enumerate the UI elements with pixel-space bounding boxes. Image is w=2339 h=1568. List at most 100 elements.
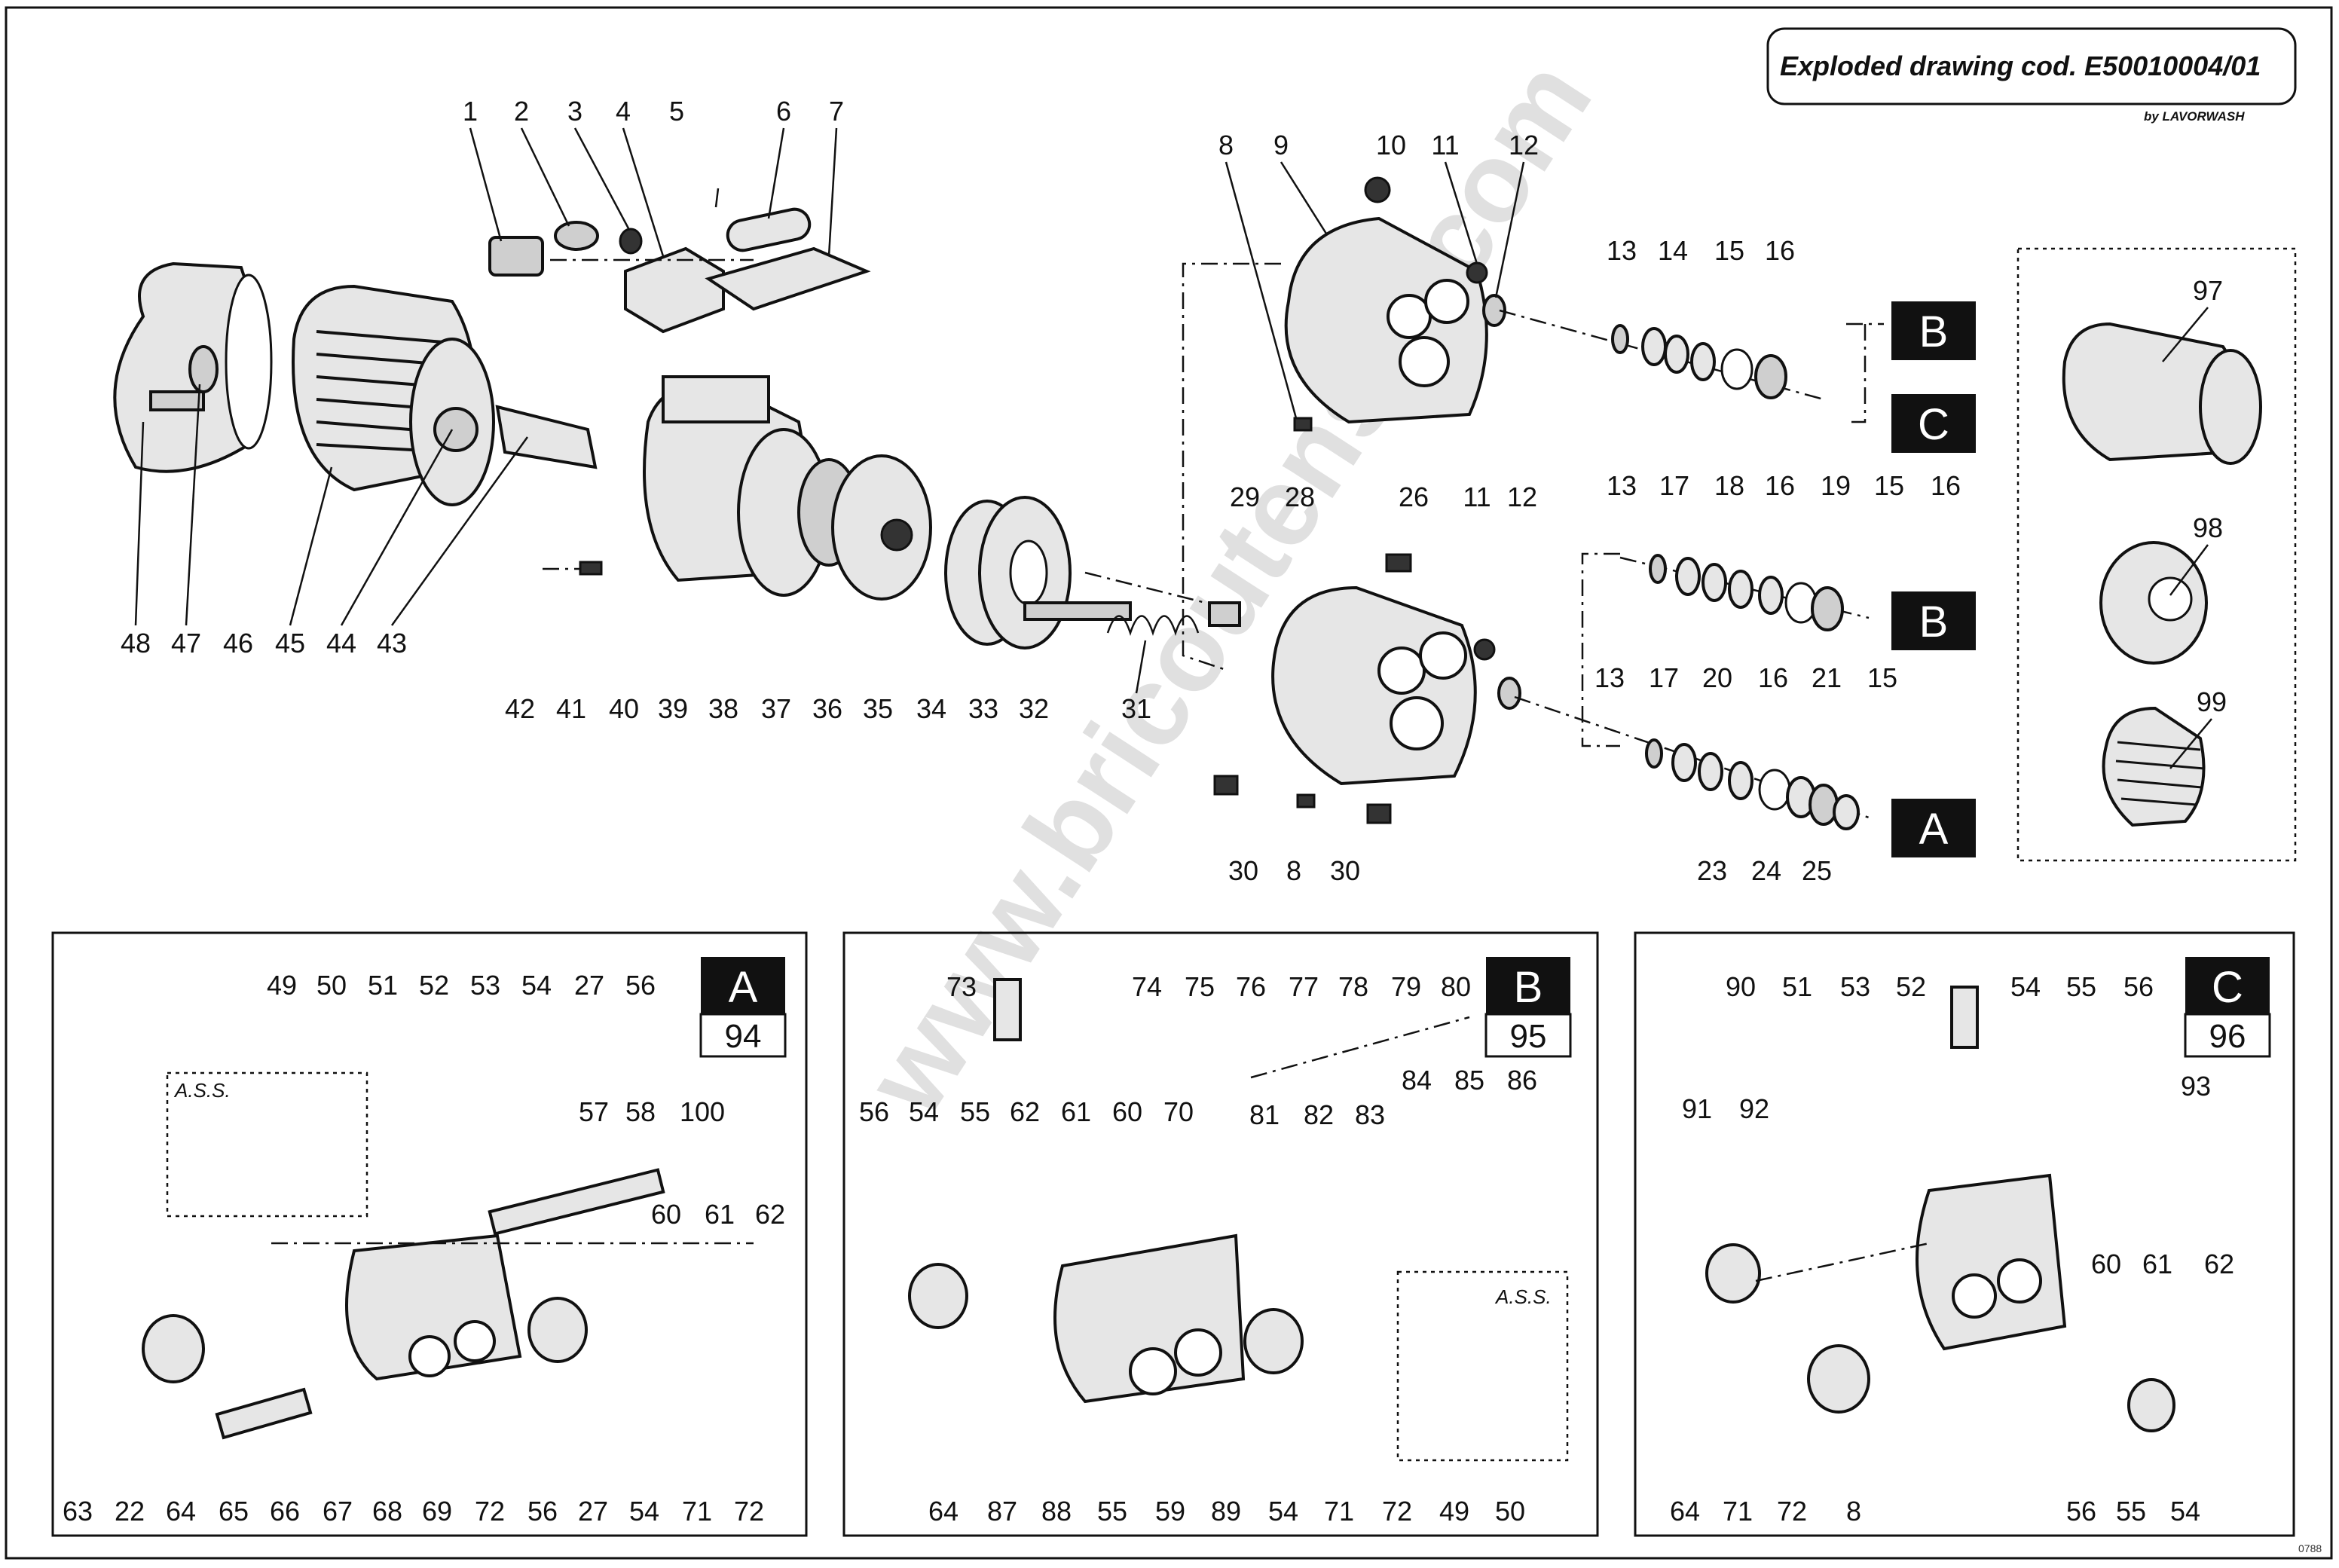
callout: 27 xyxy=(574,970,604,1001)
header-box xyxy=(1766,27,2297,105)
callout: 57 xyxy=(579,1096,609,1127)
callout: 97 xyxy=(2193,275,2223,306)
label-c-text: C xyxy=(1918,400,1949,449)
panel-b-axis xyxy=(1250,1016,1470,1079)
callout: 48 xyxy=(121,628,151,659)
motor-shaft xyxy=(495,405,598,469)
callout: 32 xyxy=(1019,693,1049,724)
kit-99-head xyxy=(2102,706,2206,827)
part-6 xyxy=(726,207,812,252)
panel-a-tube xyxy=(488,1168,665,1236)
callouts-panel-a-top: 49 50 51 52 53 54 27 56 57 58 100 60 61 … xyxy=(267,970,785,1230)
panel-b-port-2 xyxy=(1174,1328,1222,1377)
callout: 16 xyxy=(1758,662,1788,693)
fan-part xyxy=(188,345,219,393)
callout: 61 xyxy=(705,1199,735,1230)
panel-c-port-2 xyxy=(1997,1258,2042,1304)
callout: 91 xyxy=(1682,1093,1712,1124)
head-upper-port-2 xyxy=(1424,279,1469,324)
panel-a-letter-box xyxy=(701,957,785,1014)
callout: 93 xyxy=(2181,1071,2211,1102)
callout: 38 xyxy=(708,693,738,724)
callout: 30 xyxy=(1228,855,1258,886)
callout: 61 xyxy=(1061,1096,1091,1127)
panel-a: A 94 A.S.S. xyxy=(51,931,808,1537)
callout: 69 xyxy=(422,1496,452,1527)
pump-head-upper xyxy=(1182,176,1506,672)
screw-42 xyxy=(579,561,603,576)
callout: 67 xyxy=(323,1496,353,1527)
callout: 26 xyxy=(1399,481,1429,512)
panel-a-ass-box xyxy=(166,1071,368,1218)
callout: 16 xyxy=(1931,470,1961,501)
head-lower-plug xyxy=(1473,638,1496,661)
callout: 86 xyxy=(1507,1065,1537,1096)
callout: 53 xyxy=(470,970,500,1001)
head-upper-port-3 xyxy=(1399,336,1450,387)
panel-b: B 95 A.S.S. xyxy=(842,931,1599,1537)
panel-c-port-1 xyxy=(1952,1273,1997,1319)
panel-b-part-73 xyxy=(993,978,1022,1041)
thrust-disc xyxy=(831,454,932,601)
panel-c-part-52 xyxy=(1950,986,1979,1049)
callout: 4 xyxy=(616,96,631,127)
callout: 49 xyxy=(1439,1496,1469,1527)
label-b-mid xyxy=(1891,591,1976,650)
panel-c-valve xyxy=(1916,1173,2067,1351)
callout: 71 xyxy=(682,1496,712,1527)
callout: 11 xyxy=(1431,130,1459,160)
callouts-head-lower-top: 29 28 26 11 12 xyxy=(1230,481,1537,512)
callout: 56 xyxy=(527,1496,558,1527)
callout: 30 xyxy=(1330,855,1360,886)
callout: 56 xyxy=(859,1096,889,1127)
callout: 35 xyxy=(863,693,893,724)
panel-b-letter-box xyxy=(1486,957,1570,1014)
callout: 40 xyxy=(609,693,639,724)
callout: 79 xyxy=(1391,971,1421,1002)
callout: 15 xyxy=(1874,470,1904,501)
callout: 28 xyxy=(1285,481,1315,512)
head-upper-cap xyxy=(1364,176,1391,203)
thrust-disc-hub xyxy=(880,518,913,552)
head-lower-port-1 xyxy=(1377,646,1426,695)
part-26 xyxy=(1385,553,1412,573)
panel-a-port-1 xyxy=(408,1335,451,1377)
callouts-main-top: 1 2 3 4 5 6 7 xyxy=(463,96,844,127)
callout: 8 xyxy=(1286,855,1301,886)
callout: 54 xyxy=(2170,1496,2200,1527)
callout: 88 xyxy=(1041,1496,1072,1527)
panel-a-letter: A xyxy=(729,963,758,1012)
part-4 xyxy=(624,246,725,334)
callout: 24 xyxy=(1751,855,1781,886)
callouts-panel-c-top: 90 51 53 52 54 55 56 91 92 93 60 61 62 xyxy=(1682,971,2234,1279)
callouts-seals-lower: 13 17 20 16 21 15 xyxy=(1594,662,1897,693)
head-lower-ring xyxy=(1497,677,1521,710)
callout: 42 xyxy=(505,693,535,724)
part-30b xyxy=(1366,803,1392,824)
callout: 19 xyxy=(1821,470,1851,501)
piston-rod xyxy=(1023,601,1132,621)
callout: 51 xyxy=(1782,971,1812,1002)
callout: 80 xyxy=(1441,971,1471,1002)
callout: 11 xyxy=(1463,481,1491,512)
callout: 12 xyxy=(1507,481,1537,512)
panel-c-frame xyxy=(1634,931,2295,1537)
callout: 53 xyxy=(1840,971,1870,1002)
callout: 13 xyxy=(1607,470,1637,501)
main-axis-line xyxy=(1084,571,1206,604)
callouts-seals-mid: 13 17 18 16 19 15 16 xyxy=(1607,470,1961,501)
pump-head-lower xyxy=(1208,553,1521,824)
panel-a-cap-71 xyxy=(527,1297,588,1363)
callout: 63 xyxy=(63,1496,93,1527)
panel-b-letter: B xyxy=(1514,963,1543,1012)
panel-a-port-2 xyxy=(454,1320,496,1362)
seal-stacks xyxy=(1499,309,1884,830)
callout: 56 xyxy=(2066,1496,2096,1527)
callout: 9 xyxy=(1273,130,1289,160)
head-lower-port-2 xyxy=(1419,631,1467,680)
callout: 23 xyxy=(1697,855,1727,886)
callout: 18 xyxy=(1714,470,1744,501)
head-upper-screw xyxy=(1293,417,1313,432)
panel-c-number-box xyxy=(2184,1013,2271,1058)
callout: 75 xyxy=(1185,971,1215,1002)
